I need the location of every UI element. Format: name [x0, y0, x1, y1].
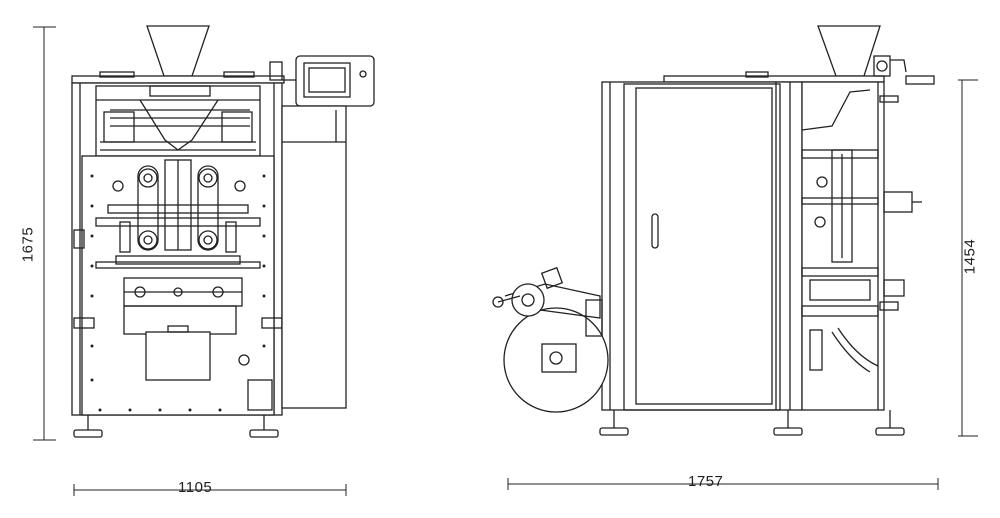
- front-width-dimension-line: [73, 484, 347, 496]
- front-height-dimension-line: [33, 26, 56, 441]
- front-hopper: [146, 25, 210, 84]
- side-height-dimension-line: [958, 79, 978, 437]
- front-height-label: 1675: [19, 226, 37, 263]
- side-height-label: 1454: [961, 238, 979, 275]
- side-width-dimension-line: [507, 478, 939, 490]
- front-legs: [73, 415, 279, 438]
- side-cabinet: [601, 81, 803, 411]
- side-width-label: 1757: [688, 473, 724, 490]
- side-view-machine: [492, 25, 978, 490]
- side-legs: [599, 410, 905, 436]
- hmi-panel: [269, 55, 375, 107]
- film-roll-assembly: [492, 266, 609, 413]
- front-side-cabinet: [281, 105, 347, 409]
- front-rivets: [90, 174, 266, 412]
- side-hopper: [817, 25, 881, 77]
- front-view-machine: [33, 25, 375, 496]
- front-width-label: 1105: [178, 479, 213, 496]
